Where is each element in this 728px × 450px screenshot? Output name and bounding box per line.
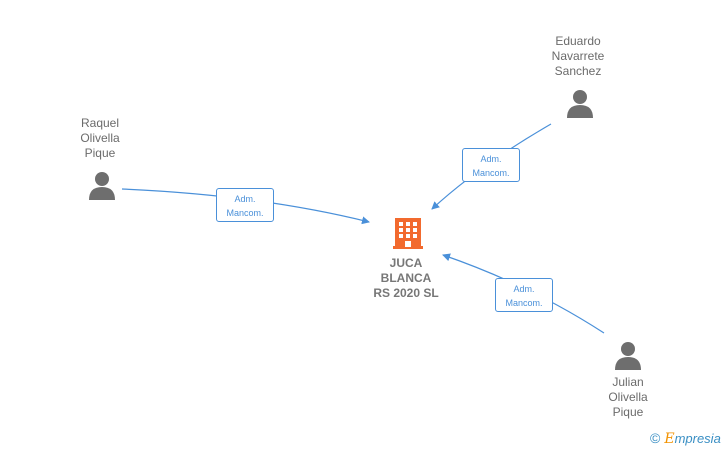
- person-name-eduardo[interactable]: Eduardo Navarrete Sanchez: [533, 34, 623, 79]
- name-line: Olivella: [80, 131, 120, 145]
- copyright-icon: ©: [650, 430, 661, 446]
- company-name-line: RS 2020 SL: [373, 286, 439, 300]
- name-line: Pique: [612, 405, 644, 419]
- relation-label-eduardo: Adm. Mancom.: [462, 148, 520, 182]
- company-name-line: BLANCA: [380, 271, 432, 285]
- name-line: Eduardo: [555, 34, 601, 48]
- relation-label-line: Mancom.: [226, 208, 264, 218]
- company-name-line: JUCA: [389, 256, 423, 270]
- name-line: Julian: [612, 375, 644, 389]
- brand-logo[interactable]: ©Empresia: [650, 430, 721, 447]
- name-line: Sanchez: [554, 64, 602, 78]
- relation-label-line: Mancom.: [505, 298, 543, 308]
- relation-label-raquel: Adm. Mancom.: [216, 188, 274, 222]
- brand-name: mpresia: [674, 431, 721, 446]
- relation-label-line: Mancom.: [472, 168, 510, 178]
- person-icon[interactable]: [87, 170, 117, 200]
- person-icon[interactable]: [565, 88, 595, 118]
- company-name[interactable]: JUCA BLANCA RS 2020 SL: [356, 256, 456, 301]
- building-icon[interactable]: [392, 216, 426, 250]
- name-line: Olivella: [608, 390, 648, 404]
- person-name-julian[interactable]: Julian Olivella Pique: [588, 375, 668, 420]
- relation-label-line: Adm.: [234, 194, 256, 204]
- relation-label-julian: Adm. Mancom.: [495, 278, 553, 312]
- name-line: Navarrete: [551, 49, 605, 63]
- name-line: Pique: [84, 146, 116, 160]
- name-line: Raquel: [80, 116, 120, 130]
- person-icon[interactable]: [613, 340, 643, 370]
- relation-label-line: Adm.: [480, 154, 502, 164]
- relation-label-line: Adm.: [513, 284, 535, 294]
- person-name-raquel[interactable]: Raquel Olivella Pique: [60, 116, 140, 161]
- brand-initial: E: [664, 431, 675, 447]
